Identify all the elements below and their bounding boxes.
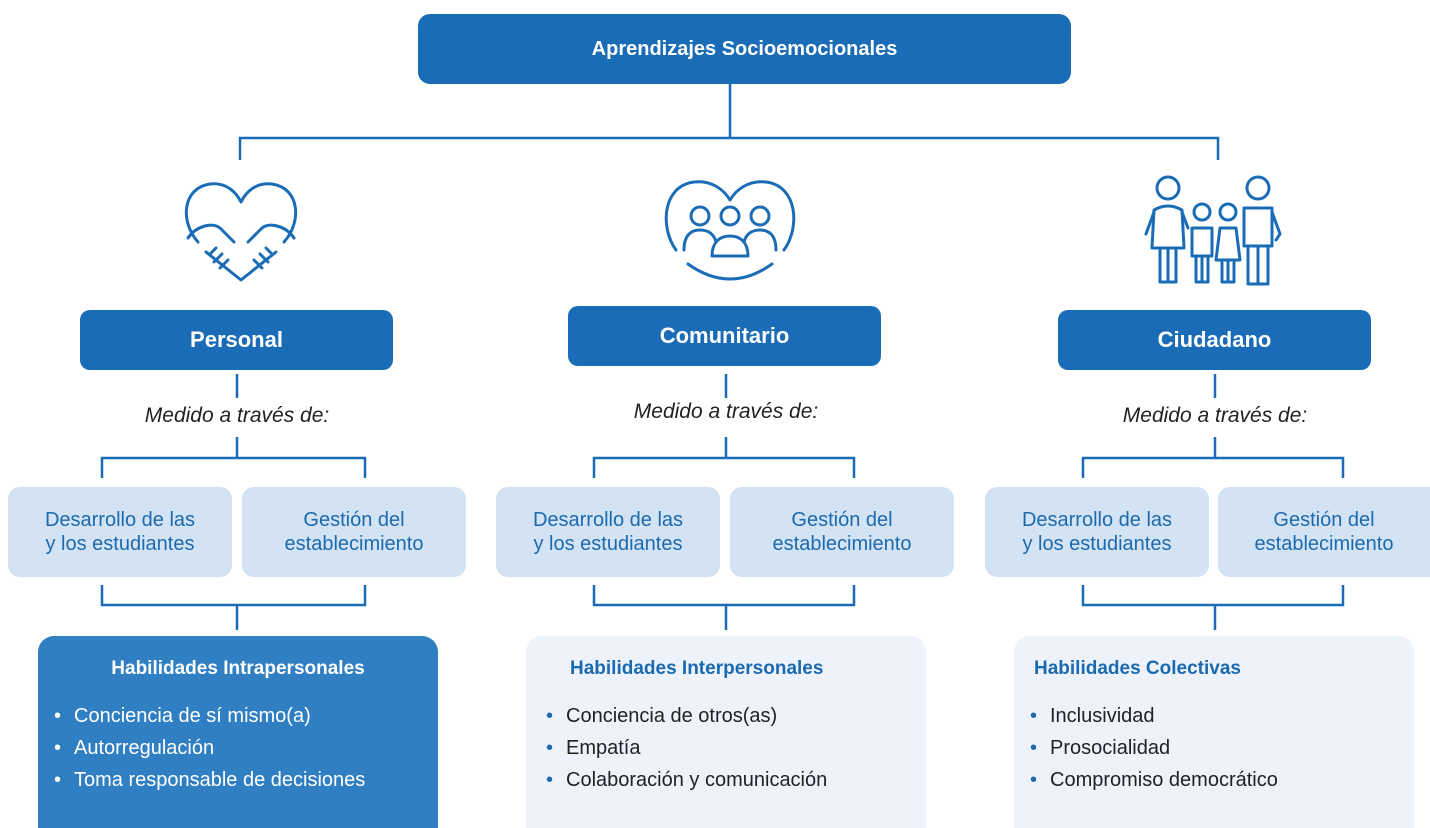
skill-item: Inclusividad bbox=[1014, 700, 1414, 732]
skill-item: Prosocialidad bbox=[1014, 732, 1414, 764]
skills-list: Conciencia de sí mismo(a) Autorregulació… bbox=[38, 700, 438, 796]
skills-list: Conciencia de otros(as) Empatía Colabora… bbox=[526, 700, 926, 796]
skills-title: Habilidades Intrapersonales bbox=[111, 658, 365, 679]
skills-list: Inclusividad Prosocialidad Compromiso de… bbox=[1014, 700, 1414, 796]
sub-line: y los estudiantes bbox=[533, 533, 683, 555]
category-personal: Personal bbox=[80, 310, 393, 370]
sub-line: Gestión del bbox=[303, 508, 405, 531]
skill-item: Empatía bbox=[530, 732, 926, 764]
sub-line: y los estudiantes bbox=[1022, 533, 1172, 555]
category-label: Comunitario bbox=[659, 323, 790, 348]
root-node: Aprendizajes Socioemocionales bbox=[418, 14, 1071, 84]
sub-line: Gestión del bbox=[1273, 508, 1375, 531]
skills-title: Habilidades Interpersonales bbox=[570, 658, 824, 679]
sub-line: y los estudiantes bbox=[45, 533, 195, 555]
sub-line: Desarrollo de las bbox=[44, 508, 196, 531]
skill-item: Conciencia de sí mismo(a) bbox=[38, 700, 438, 732]
sub-line: establecimiento bbox=[772, 533, 912, 555]
sub-line: Gestión del bbox=[791, 508, 893, 531]
skill-item: Toma responsable de decisiones bbox=[38, 764, 438, 796]
sub-line: establecimiento bbox=[284, 533, 424, 555]
skill-item: Autorregulación bbox=[38, 732, 438, 764]
community-heart-icon bbox=[664, 180, 796, 281]
family-icon bbox=[1144, 175, 1282, 286]
heart-hands-icon bbox=[184, 182, 298, 282]
skill-item: Compromiso democrático bbox=[1014, 764, 1414, 796]
measured-label: Medido a través de: bbox=[1122, 404, 1308, 427]
sub-line: establecimiento bbox=[1254, 533, 1394, 555]
category-label: Ciudadano bbox=[1157, 327, 1272, 352]
skills-box-intrapersonal: Habilidades Intrapersonales Conciencia d… bbox=[38, 636, 438, 828]
sub-line: Desarrollo de las bbox=[1021, 508, 1173, 531]
root-title: Aprendizajes Socioemocionales bbox=[591, 37, 898, 60]
category-ciudadano: Ciudadano bbox=[1058, 310, 1371, 370]
sub-line: Desarrollo de las bbox=[532, 508, 684, 531]
skills-box-interpersonal: Habilidades Interpersonales Conciencia d… bbox=[526, 636, 926, 828]
measured-label: Medido a través de: bbox=[633, 400, 819, 423]
measured-label: Medido a través de: bbox=[144, 404, 330, 427]
skills-title: Habilidades Colectivas bbox=[1034, 658, 1241, 679]
skills-box-colectivas: Habilidades Colectivas Inclusividad Pros… bbox=[1014, 636, 1414, 828]
skill-item: Conciencia de otros(as) bbox=[530, 700, 926, 732]
category-comunitario: Comunitario bbox=[568, 306, 881, 366]
skill-item: Colaboración y comunicación bbox=[530, 764, 926, 796]
category-label: Personal bbox=[190, 327, 283, 352]
